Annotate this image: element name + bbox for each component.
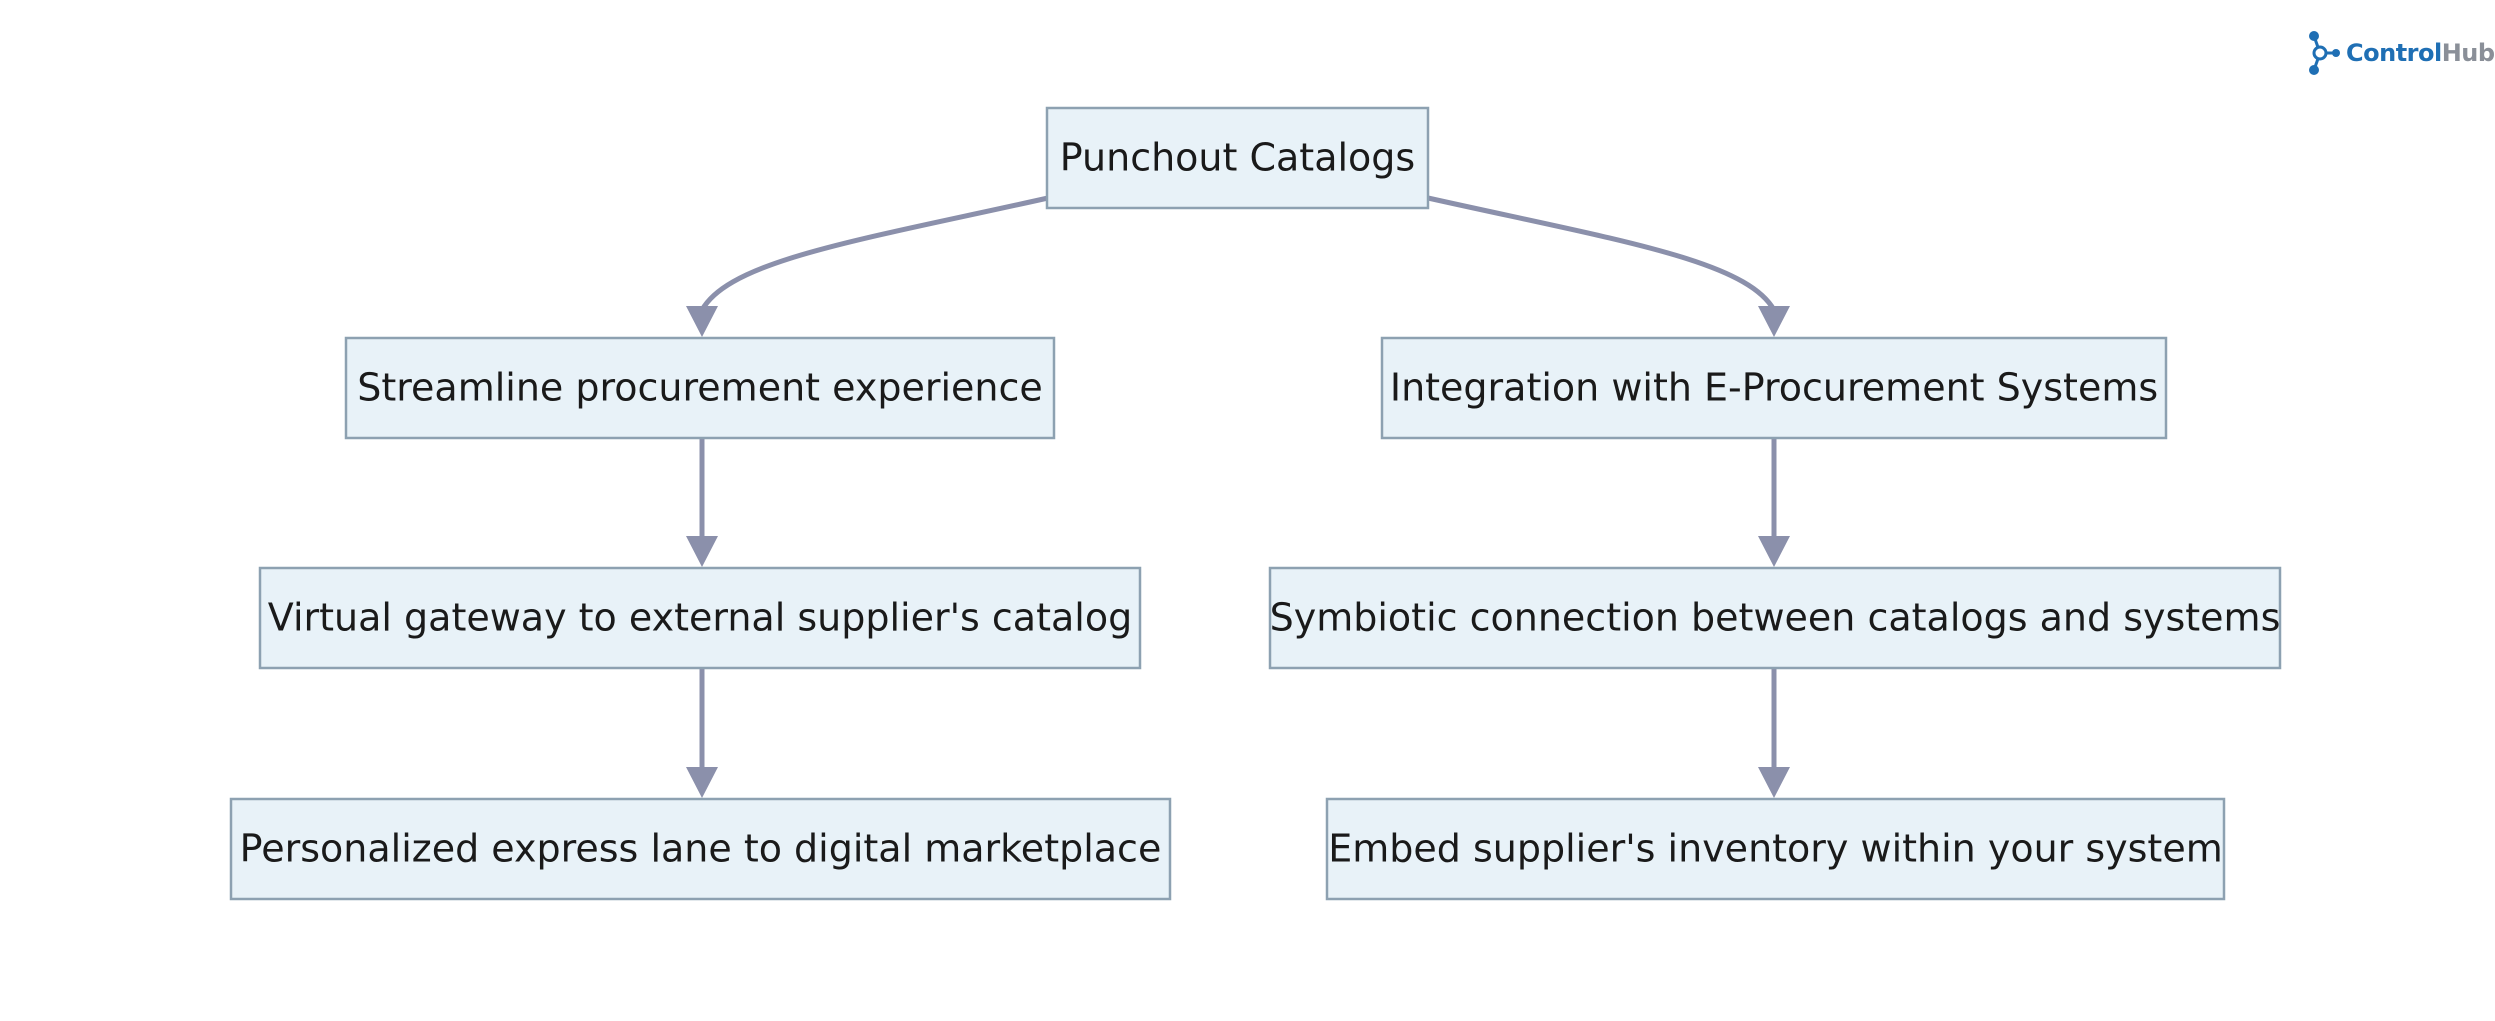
node-box — [344, 336, 1056, 440]
node-punchout-catalogs: Punchout Catalogs — [1045, 106, 1430, 210]
node-box — [1268, 566, 2282, 670]
node-box — [258, 566, 1142, 670]
node-label: Virtual gateway to external supplier's c… — [268, 596, 1132, 640]
node-box — [1380, 336, 2168, 440]
node-label: Symbiotic connection between catalogs an… — [1270, 596, 2281, 640]
node-virtual-gateway: Virtual gateway to external supplier's c… — [258, 566, 1142, 670]
node-label: Personalized express lane to digital mar… — [240, 827, 1162, 871]
edge-root-left1 — [699, 195, 1049, 312]
brand-name-part1: Control — [2346, 39, 2442, 67]
node-label: Embed supplier's inventory within your s… — [1328, 827, 2222, 871]
node-label: Streamline procurement experience — [357, 366, 1043, 410]
brand-name: ControlHub — [2346, 39, 2495, 67]
network-hub-icon — [2306, 30, 2340, 76]
node-label: Punchout Catalogs — [1060, 136, 1415, 180]
arrowhead-right3 — [1758, 767, 1790, 798]
node-symbiotic-connection: Symbiotic connection between catalogs an… — [1268, 566, 2282, 670]
node-integration-eprocurement: Integration with E-Procurement Systems — [1380, 336, 2168, 440]
node-streamline-procurement: Streamline procurement experience — [344, 336, 1056, 440]
edge-root-right1 — [1427, 195, 1777, 312]
arrowhead-right2 — [1758, 536, 1790, 567]
node-personalized-express-lane: Personalized express lane to digital mar… — [229, 797, 1172, 901]
arrowhead-right1 — [1758, 306, 1790, 337]
arrowhead-left1 — [686, 306, 718, 337]
node-embed-supplier-inventory: Embed supplier's inventory within your s… — [1325, 797, 2226, 901]
node-label: Integration with E-Procurement Systems — [1390, 366, 2158, 410]
node-box — [1325, 797, 2226, 901]
edges — [686, 195, 1790, 798]
brand-name-part2: Hub — [2441, 39, 2495, 67]
node-box — [1045, 106, 1430, 210]
arrowhead-left2 — [686, 536, 718, 567]
arrowhead-left3 — [686, 767, 718, 798]
brand-logo: ControlHub — [2306, 28, 2495, 78]
node-box — [229, 797, 1172, 901]
